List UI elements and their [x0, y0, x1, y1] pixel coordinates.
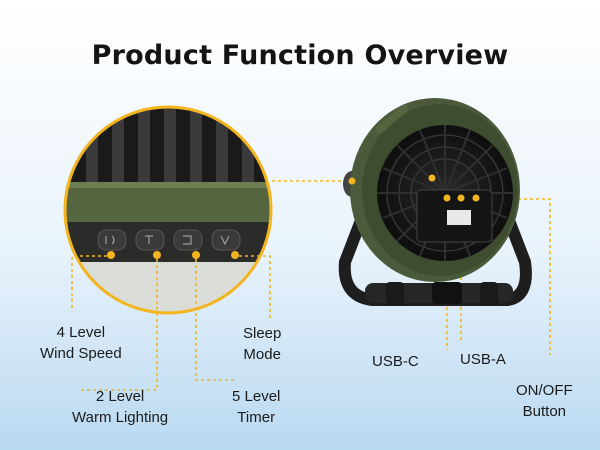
label-power-button: ON/OFF Button	[516, 382, 573, 420]
page-title: Product Function Overview	[91, 40, 509, 71]
side-knob-dot	[348, 177, 356, 185]
zoom-lens	[63, 105, 273, 315]
label-warm-lighting: 2 Level Warm Lighting	[72, 388, 169, 426]
label-usb-c: USB-C	[372, 353, 419, 370]
port-dots	[428, 174, 480, 202]
label-usb-a: USB-A	[460, 351, 506, 368]
fan-body	[338, 98, 532, 306]
control-buttons	[97, 229, 241, 251]
label-timer: 5 Level Timer	[232, 388, 281, 426]
label-wind-speed: 4 Level Wind Speed	[40, 324, 122, 362]
label-sleep-mode: Sleep Mode	[243, 325, 282, 363]
